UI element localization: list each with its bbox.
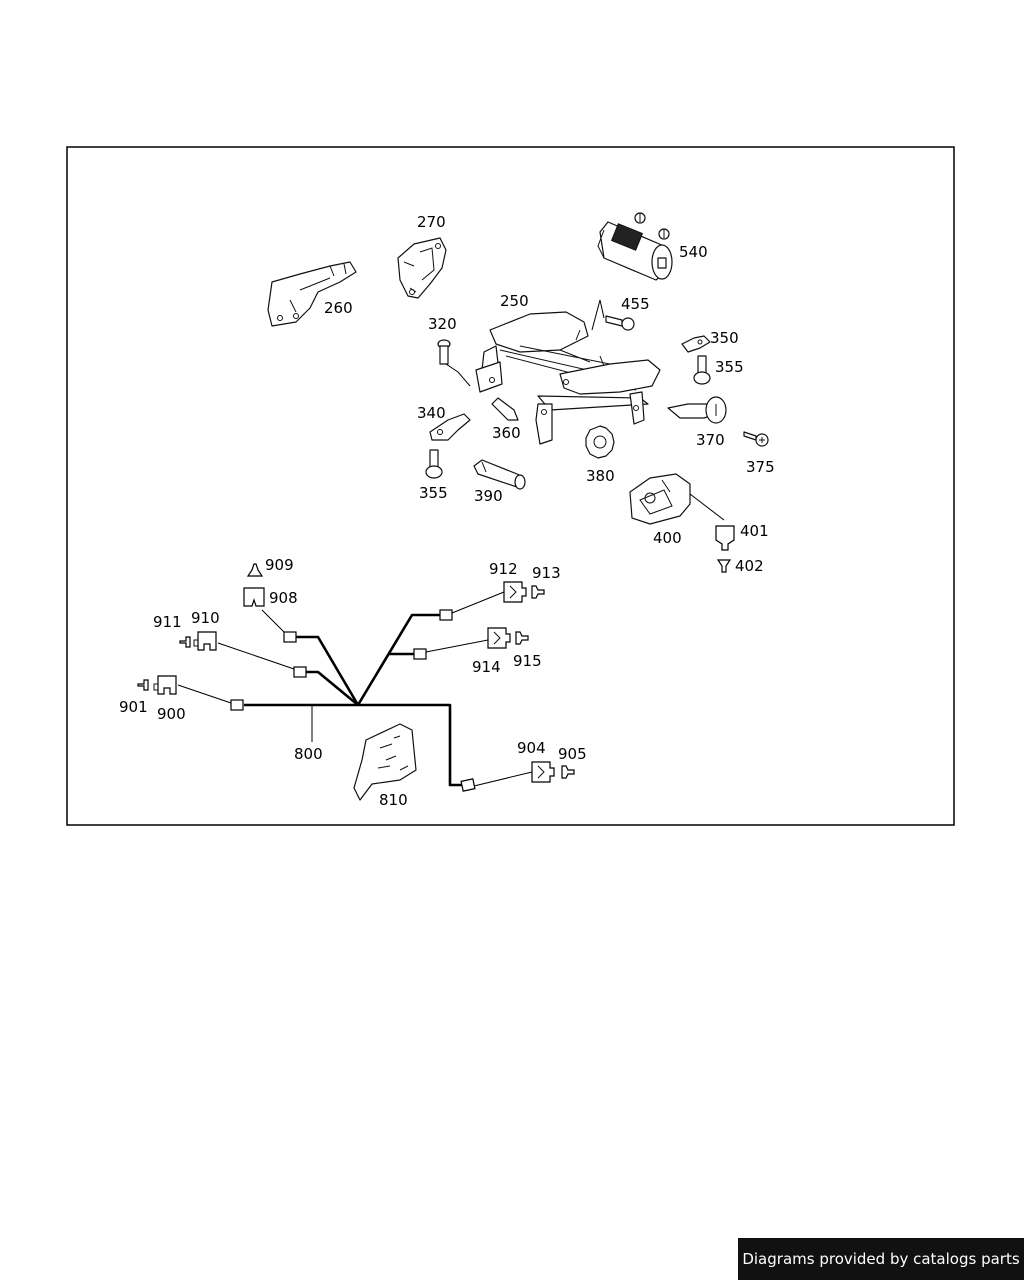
part-250-seat-frame[interactable] [475, 311, 661, 445]
part-800-wiring-harness[interactable] [244, 613, 464, 787]
part-375-screw[interactable] [743, 431, 769, 447]
label-390: 390 [474, 487, 503, 505]
part-915-pin[interactable] [515, 631, 529, 645]
part-270-bracket[interactable] [397, 237, 447, 299]
part-400-switch-housing[interactable] [629, 473, 725, 525]
label-913: 913 [532, 564, 561, 582]
part-455-bolt[interactable] [591, 299, 635, 331]
part-909-terminal[interactable] [246, 563, 264, 577]
label-370: 370 [696, 431, 725, 449]
part-912-connector[interactable] [503, 581, 527, 603]
label-250: 250 [500, 292, 529, 310]
label-904: 904 [517, 739, 546, 757]
label-355-upper: 355 [715, 358, 744, 376]
label-455: 455 [621, 295, 650, 313]
part-901-pin[interactable] [137, 679, 149, 691]
label-401: 401 [740, 522, 769, 540]
part-910-connector[interactable] [193, 631, 217, 651]
part-900-connector[interactable] [153, 675, 177, 695]
label-908: 908 [269, 589, 298, 607]
label-360: 360 [492, 424, 521, 442]
part-810-bracket[interactable] [353, 723, 417, 801]
label-900: 900 [157, 705, 186, 723]
part-914-connector[interactable] [487, 627, 511, 649]
part-905-pin[interactable] [561, 765, 575, 779]
part-340-clip[interactable] [429, 413, 471, 441]
part-labels: 260 270 540 250 455 320 350 355 340 360 … [119, 213, 775, 809]
label-910: 910 [191, 609, 220, 627]
label-260: 260 [324, 299, 353, 317]
part-320-bolt[interactable] [437, 339, 471, 387]
part-380-gear-wheel[interactable] [585, 425, 615, 459]
label-911: 911 [153, 613, 182, 631]
part-911-pin[interactable] [179, 636, 191, 648]
label-810: 810 [379, 791, 408, 809]
label-402: 402 [735, 557, 764, 575]
label-320: 320 [428, 315, 457, 333]
part-360-block[interactable] [491, 397, 519, 421]
part-401-connector[interactable] [715, 525, 735, 551]
label-340: 340 [417, 404, 446, 422]
part-355-screw-lower[interactable] [425, 449, 443, 479]
label-914: 914 [472, 658, 501, 676]
label-400: 400 [653, 529, 682, 547]
part-913-pin[interactable] [531, 585, 545, 599]
label-355-lower: 355 [419, 484, 448, 502]
label-915: 915 [513, 652, 542, 670]
label-901: 901 [119, 698, 148, 716]
part-904-connector[interactable] [531, 761, 555, 783]
part-350-clip[interactable] [681, 335, 711, 353]
label-540: 540 [679, 243, 708, 261]
part-260-bracket[interactable] [267, 261, 357, 327]
part-402-pin[interactable] [716, 559, 732, 573]
label-905: 905 [558, 745, 587, 763]
credit-banner: Diagrams provided by catalogs parts [738, 1238, 1024, 1280]
part-540-motor[interactable] [597, 212, 673, 281]
label-380: 380 [586, 467, 615, 485]
part-370-handle[interactable] [667, 396, 727, 424]
harness-connectors [177, 591, 533, 792]
label-800: 800 [294, 745, 323, 763]
part-908-connector[interactable] [243, 587, 265, 607]
diagram-frame [66, 146, 955, 826]
label-909: 909 [265, 556, 294, 574]
label-375: 375 [746, 458, 775, 476]
part-355-screw-upper[interactable] [693, 355, 711, 385]
label-270: 270 [417, 213, 446, 231]
label-350: 350 [710, 329, 739, 347]
part-390-tube[interactable] [473, 459, 526, 490]
label-912: 912 [489, 560, 518, 578]
